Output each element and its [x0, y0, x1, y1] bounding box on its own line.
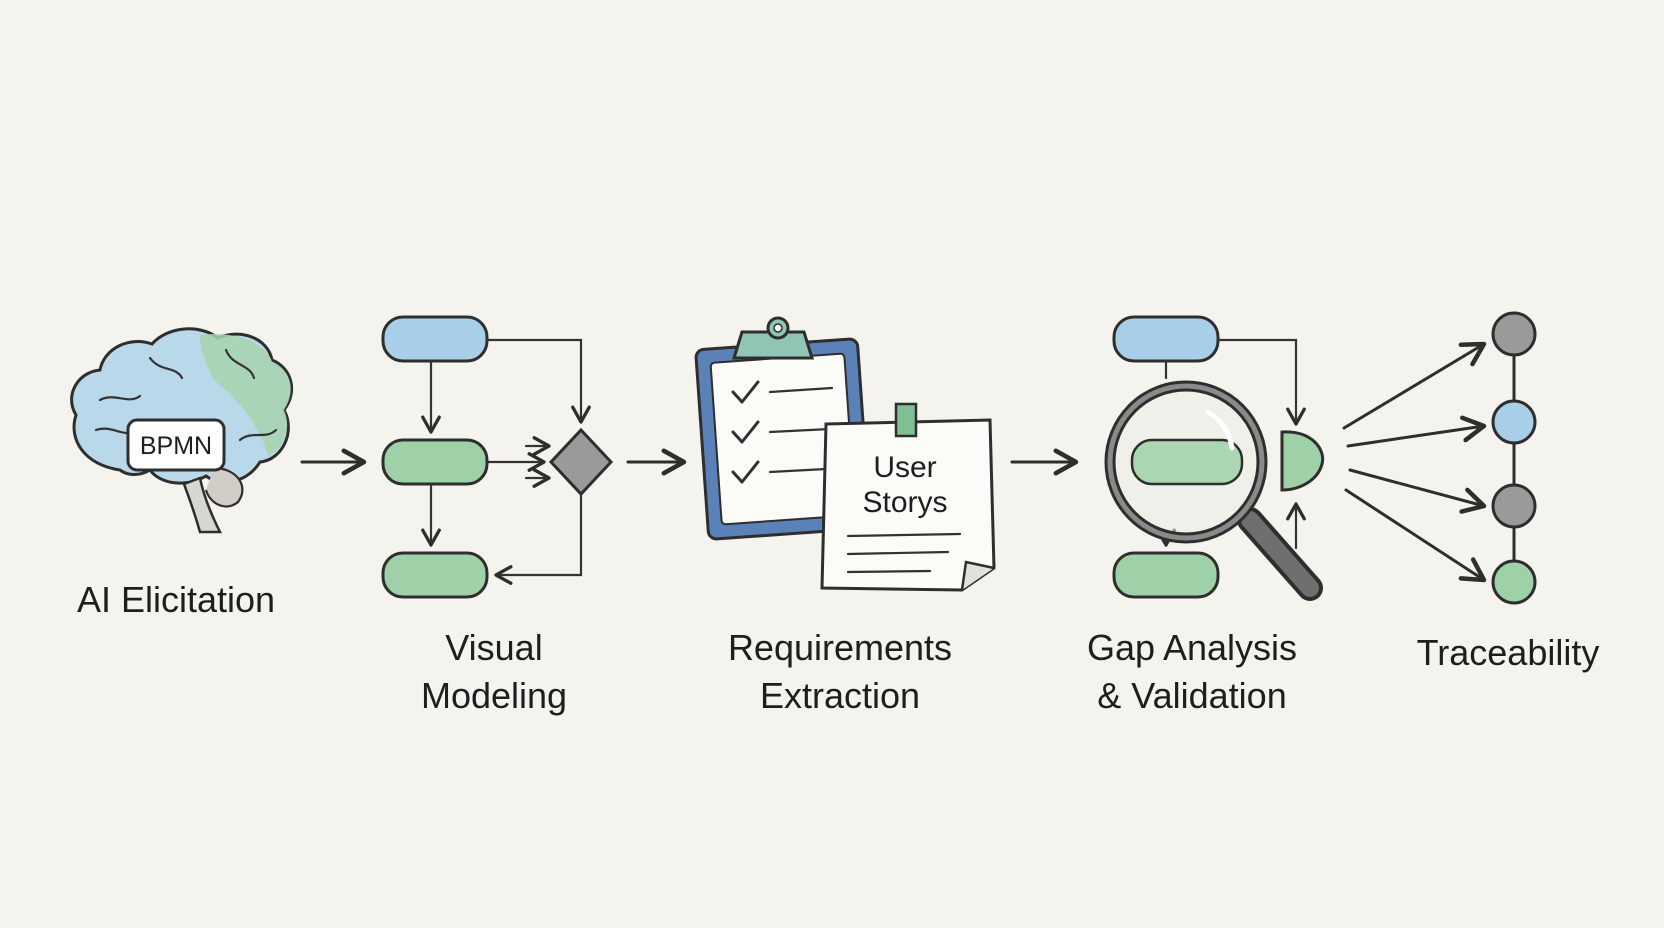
- stage-label-gap-analysis-line1: Gap Analysis: [1087, 627, 1297, 668]
- user-story-note: User Storys: [820, 402, 996, 592]
- trace-chain-icon: [1342, 311, 1537, 605]
- trace-node-2: [1491, 399, 1537, 445]
- magnifying-glass-icon: [1104, 380, 1323, 601]
- stage-traceability: Traceability: [1342, 311, 1600, 673]
- flow-decision-diamond: [548, 427, 614, 497]
- stage-label-visual-modeling-line1: Visual: [445, 627, 542, 668]
- trace-node-1: [1491, 311, 1537, 357]
- stage-ai-elicitation: BPMN AI Elicitation: [70, 327, 294, 620]
- stage-label-traceability: Traceability: [1417, 632, 1600, 673]
- trace-node-4: [1491, 559, 1537, 605]
- bpmn-badge-label: BPMN: [140, 432, 212, 460]
- note-text-line1: User: [873, 451, 936, 484]
- stage-requirements-extraction: User Storys Requirements Extraction: [694, 316, 996, 716]
- stage-label-requirements-line2: Extraction: [760, 675, 920, 716]
- flow-node-start: [381, 315, 489, 363]
- stage-label-ai-elicitation: AI Elicitation: [77, 579, 275, 620]
- stage-label-gap-analysis-line2: & Validation: [1097, 675, 1286, 716]
- stage-visual-modeling: Visual Modeling: [381, 315, 614, 716]
- flow-node-process: [381, 438, 489, 486]
- note-text-line2: Storys: [862, 486, 947, 519]
- note-pin-tab: [894, 402, 918, 438]
- flowchart-icon: [381, 315, 614, 599]
- bpmn-badge: [126, 418, 226, 472]
- stage-label-visual-modeling-line2: Modeling: [421, 675, 567, 716]
- trace-node-3: [1491, 483, 1537, 529]
- flow-node-end: [381, 551, 489, 599]
- brain-icon: BPMN: [70, 327, 294, 534]
- stage-gap-analysis: Gap Analysis & Validation: [1087, 315, 1325, 716]
- gap-flowchart: [1112, 315, 1325, 599]
- stage-label-requirements-line1: Requirements: [728, 627, 952, 668]
